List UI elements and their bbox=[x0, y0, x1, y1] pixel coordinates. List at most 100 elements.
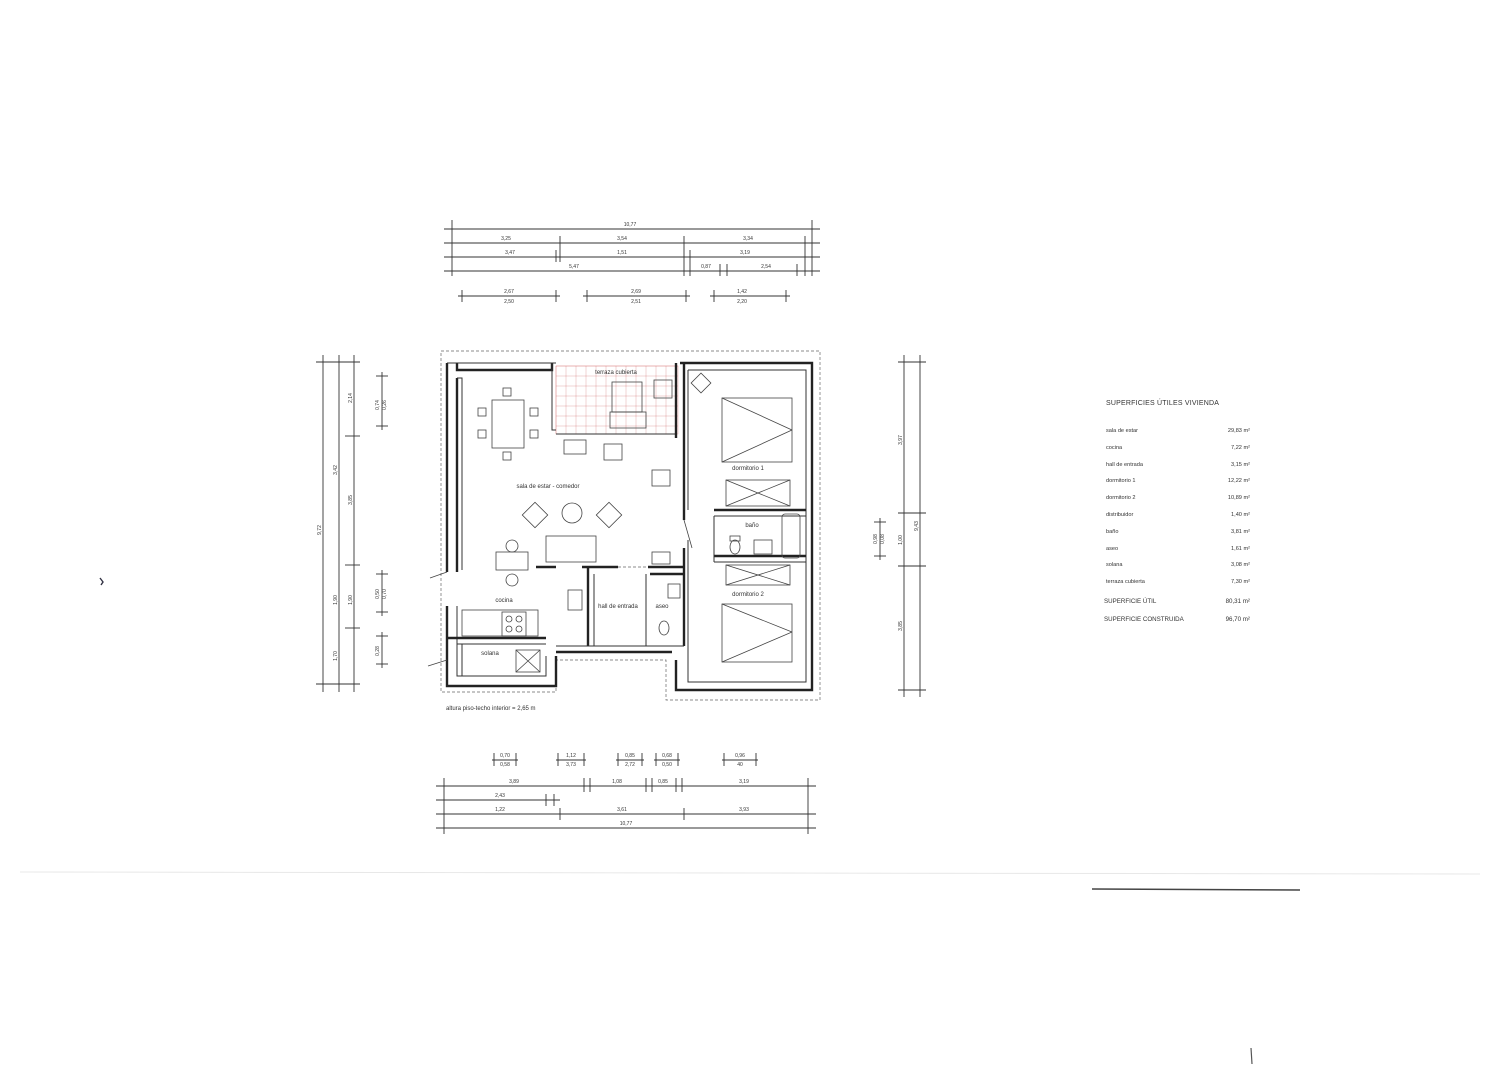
area-row-value: 3,81 m² bbox=[1231, 528, 1250, 535]
area-row: baño 3,81 m² bbox=[1100, 524, 1250, 541]
area-row-name: aseo bbox=[1106, 545, 1119, 552]
scan-mark bbox=[1091, 888, 1301, 891]
dim-bot-r2-1: 3,89 bbox=[509, 779, 519, 785]
area-row: hall de entrada 3,15 m² bbox=[1100, 457, 1250, 474]
dim-bot-r1b-1: 0,58 bbox=[500, 762, 510, 768]
area-table: SUPERFICIES ÚTILES VIVIENDA sala de esta… bbox=[1100, 400, 1250, 629]
dim-left-4: 1,90 bbox=[333, 595, 339, 605]
dim-bot-r1-3: 0,85 bbox=[625, 753, 635, 759]
dim-left-5: 1,70 bbox=[333, 651, 339, 661]
kitchen-fixtures bbox=[461, 539, 583, 673]
dim-bot-r1b-3: 2,72 bbox=[625, 762, 635, 768]
area-construida-label: SUPERFICIE CONSTRUIDA bbox=[1104, 615, 1184, 623]
dim-left-total: 9,72 bbox=[317, 525, 323, 535]
dim-bot-r4-3: 3,93 bbox=[739, 807, 749, 813]
dim-bot-r1b-4: 0,50 bbox=[662, 762, 672, 768]
terraza-tiles bbox=[555, 365, 679, 435]
dim-bot-r2-3: 0,85 bbox=[658, 779, 668, 785]
area-row-value: 29,83 m² bbox=[1227, 428, 1250, 434]
dim-left-4b: 1,90 bbox=[348, 595, 354, 605]
dim-top-r5-1: 2,67 bbox=[504, 289, 514, 295]
area-row-value: 1,61 m² bbox=[1231, 545, 1250, 552]
room-label-salon: sala de estar - comedor bbox=[516, 484, 579, 490]
dim-top-r2-3: 3,34 bbox=[743, 236, 753, 242]
top-dimensions: 10,77 3,25 3,54 3,34 3,47 1,51 3,19 5,47… bbox=[444, 220, 820, 305]
dim-top-r5b-2: 2,51 bbox=[631, 299, 641, 305]
fridge bbox=[567, 589, 583, 611]
dim-bot-r2-2: 1,08 bbox=[612, 779, 622, 785]
dim-bot-r1b-2: 3,73 bbox=[566, 762, 576, 768]
area-row: terraza cubierta 7,30 m² bbox=[1100, 574, 1250, 591]
area-row: dormitorio 2 10,89 m² bbox=[1100, 490, 1250, 507]
area-row-value: 10,89 m² bbox=[1227, 495, 1250, 502]
dim-left-inner-4: 0,70 bbox=[382, 589, 388, 599]
dining-set bbox=[477, 387, 539, 461]
boiler bbox=[515, 649, 541, 673]
area-table-title: SUPERFICIES ÚTILES VIVIENDA bbox=[1106, 400, 1220, 407]
lounge-set bbox=[521, 379, 673, 565]
area-row-name: cocina bbox=[1106, 444, 1123, 451]
area-row-value: 1,40 m² bbox=[1231, 511, 1250, 518]
area-row-value: 3,15 m² bbox=[1231, 461, 1250, 468]
height-note: altura piso-techo interior = 2,65 m bbox=[446, 706, 536, 712]
dim-bot-r1-4: 0,68 bbox=[662, 753, 672, 759]
area-row-value: 7,22 m² bbox=[1231, 444, 1250, 451]
bottom-dimensions: 0,70 0,58 1,12 3,73 0,85 2,72 0,68 0,50 … bbox=[436, 753, 816, 834]
area-util-row: SUPERFICIE ÚTIL 80,31 m² bbox=[1100, 593, 1250, 611]
room-label-hall: hall de entrada bbox=[598, 604, 638, 610]
dim-top-r4-2: 0,87 bbox=[701, 264, 711, 270]
room-label-terraza: terraza cubierta bbox=[595, 370, 637, 376]
dim-top-total: 10,77 bbox=[624, 222, 637, 228]
area-row-name: distribuidor bbox=[1106, 511, 1134, 518]
dim-bot-r2-4: 3,19 bbox=[739, 779, 749, 785]
room-label-solana: solana bbox=[481, 651, 499, 657]
dim-top-r3-3: 3,19 bbox=[740, 250, 750, 256]
dim-right-small-1: 0,98 bbox=[873, 534, 879, 544]
area-util-value: 80,31 m² bbox=[1225, 597, 1250, 605]
area-row-value: 12,22 m² bbox=[1227, 478, 1250, 485]
bed-2 bbox=[721, 603, 793, 663]
terraza-tile-grid bbox=[555, 365, 678, 434]
floor-plan bbox=[427, 350, 821, 701]
dim-top-r5-2: 2,69 bbox=[631, 289, 641, 295]
dim-left-inner-1: 0,74 bbox=[375, 400, 381, 410]
area-construida-value: 96,70 m² bbox=[1225, 615, 1250, 623]
dim-top-r2-1: 3,25 bbox=[501, 236, 511, 242]
dim-right-2: 1,00 bbox=[898, 535, 904, 545]
dim-top-r5b-1: 2,50 bbox=[504, 299, 514, 305]
area-row: cocina 7,22 m² bbox=[1100, 440, 1250, 457]
bed-1 bbox=[721, 397, 793, 463]
fireplace bbox=[563, 439, 587, 455]
room-label-dorm1: dormitorio 1 bbox=[732, 466, 764, 472]
dim-top-r4-1: 5,47 bbox=[569, 264, 579, 270]
area-row-name: dormitorio 2 bbox=[1106, 495, 1136, 502]
dim-bot-total: 10,77 bbox=[620, 821, 633, 827]
dim-left-3: 3,85 bbox=[348, 495, 354, 505]
dim-top-r3-2: 1,51 bbox=[617, 250, 627, 256]
toilet-bano bbox=[729, 539, 741, 555]
dim-left-inner-2: 0,26 bbox=[382, 400, 388, 410]
stove bbox=[501, 611, 527, 637]
scan-speck bbox=[99, 577, 104, 586]
area-row: distribuidor 1,40 m² bbox=[1100, 507, 1250, 524]
area-util-label: SUPERFICIE ÚTIL bbox=[1104, 597, 1157, 605]
dim-bot-r3-1: 2,43 bbox=[495, 793, 505, 799]
dim-bot-r1b-5: 40 bbox=[737, 762, 743, 768]
dim-top-r5b-3: 2,20 bbox=[737, 299, 747, 305]
dim-right-small-2: 0,08 bbox=[880, 534, 886, 544]
aseo-fixtures bbox=[658, 583, 681, 636]
dim-left-inner-5: 0,28 bbox=[375, 646, 381, 656]
dim-right-total: 9,43 bbox=[914, 521, 920, 531]
area-row-value: 7,30 m² bbox=[1231, 579, 1250, 586]
room-label-cocina: cocina bbox=[495, 598, 513, 604]
area-row-name: terraza cubierta bbox=[1106, 579, 1145, 586]
area-row-name: hall de entrada bbox=[1106, 461, 1144, 468]
dim-left-2: 3,42 bbox=[333, 465, 339, 475]
area-row-name: baño bbox=[1106, 528, 1119, 535]
area-row-value: 3,08 m² bbox=[1231, 562, 1250, 569]
left-dimensions: 2,14 3,42 3,85 1,90 1,90 1,70 9,72 0,74 … bbox=[316, 355, 388, 692]
